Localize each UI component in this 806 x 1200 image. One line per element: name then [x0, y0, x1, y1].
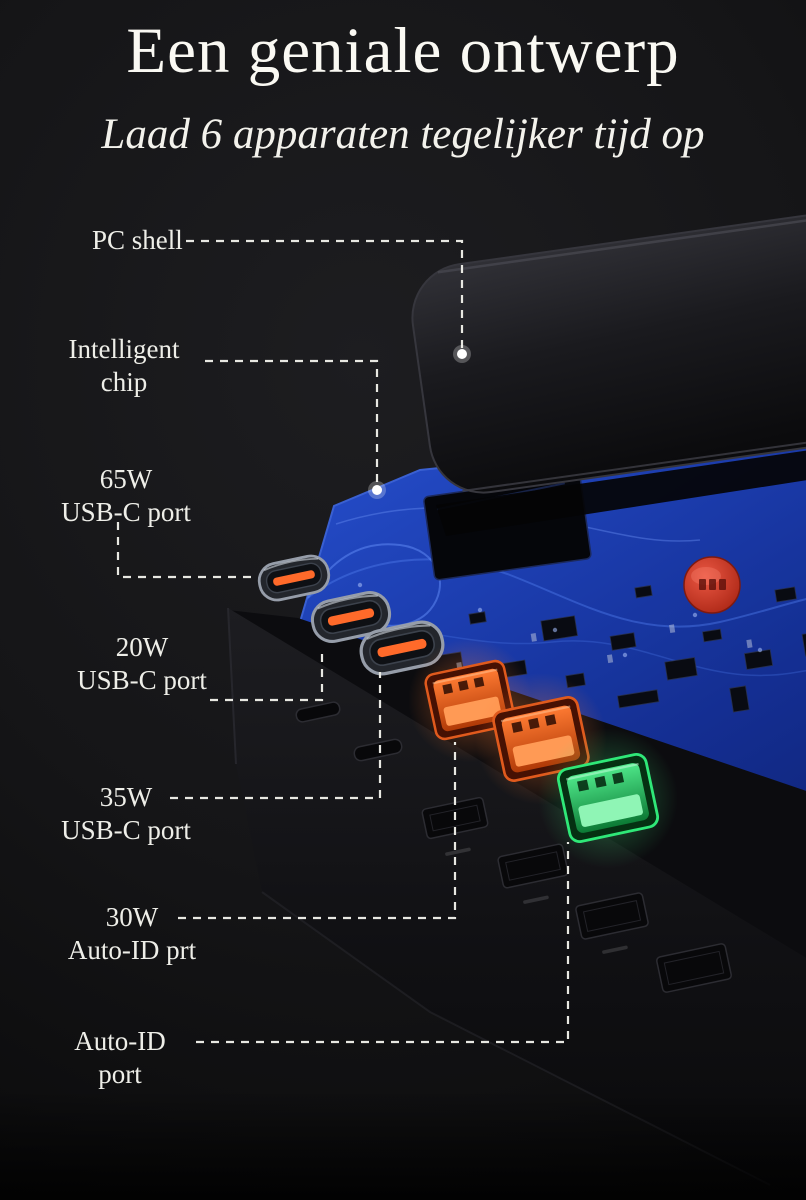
- callout-label: Intelligent: [68, 334, 180, 364]
- connector-ports: [257, 554, 678, 868]
- lid-opening-shadow: [436, 450, 806, 536]
- callout-label: USB-C port: [61, 815, 191, 846]
- callout-label: 65W: [99, 464, 153, 494]
- callout-35w-usb-c: 35W USB-C port: [50, 781, 202, 848]
- leader-line-65w: [116, 522, 252, 579]
- port-cutouts: [295, 701, 732, 993]
- callout-label: PC shell: [92, 225, 183, 255]
- callout-dot: [372, 485, 382, 495]
- callout-65w-usb-c: 65W USB-C port: [50, 463, 202, 530]
- callout-dots: [368, 345, 471, 499]
- callout-intelligent-chip: Intelligent chip: [48, 333, 200, 400]
- usb-c-port-35w: [359, 620, 445, 676]
- callout-label: Auto-ID: [74, 1026, 166, 1056]
- callout-label: Auto-ID prt: [67, 935, 197, 966]
- page-title: Een geniale ontwerp: [126, 15, 680, 87]
- leader-line-auto-id: [196, 842, 570, 1044]
- callout-label: USB-C port: [61, 497, 191, 528]
- usb-c-port-65w: [257, 554, 331, 602]
- callout-label: 30W: [105, 902, 159, 932]
- callout-label: chip: [100, 367, 148, 398]
- callout-auto-id-port: Auto-ID port: [44, 1025, 196, 1092]
- red-capacitor: [683, 556, 741, 614]
- page-subtitle: Laad 6 apparaten tegelijker tijd op: [101, 110, 705, 158]
- callout-label: 35W: [99, 782, 153, 812]
- header: Een geniale ontwerp Laad 6 apparaten teg…: [0, 15, 806, 159]
- pc-shell-lid: [411, 177, 806, 494]
- usb-a-port-auto-id: [556, 753, 660, 843]
- callout-label: port: [98, 1059, 142, 1090]
- leader-line-30w: [178, 742, 457, 920]
- leader-line-35w: [170, 672, 382, 800]
- callout-label: 20W: [115, 632, 169, 662]
- callout-pc-shell: PC shell: [92, 224, 183, 257]
- leader-line-chip: [205, 359, 379, 484]
- leader-line-pc-shell: [186, 239, 464, 349]
- usb-c-port-20w: [310, 591, 392, 643]
- callout-20w-usb-c: 20W USB-C port: [66, 631, 218, 698]
- callout-leader-lines: [116, 239, 570, 1044]
- callout-30w-auto-id: 30W Auto-ID prt: [48, 901, 216, 968]
- leader-line-20w: [210, 650, 324, 702]
- engraved-label-marks: [445, 847, 628, 954]
- callout-label: USB-C port: [77, 665, 207, 696]
- callout-dot: [457, 349, 467, 359]
- power-bank-body: [227, 607, 806, 1196]
